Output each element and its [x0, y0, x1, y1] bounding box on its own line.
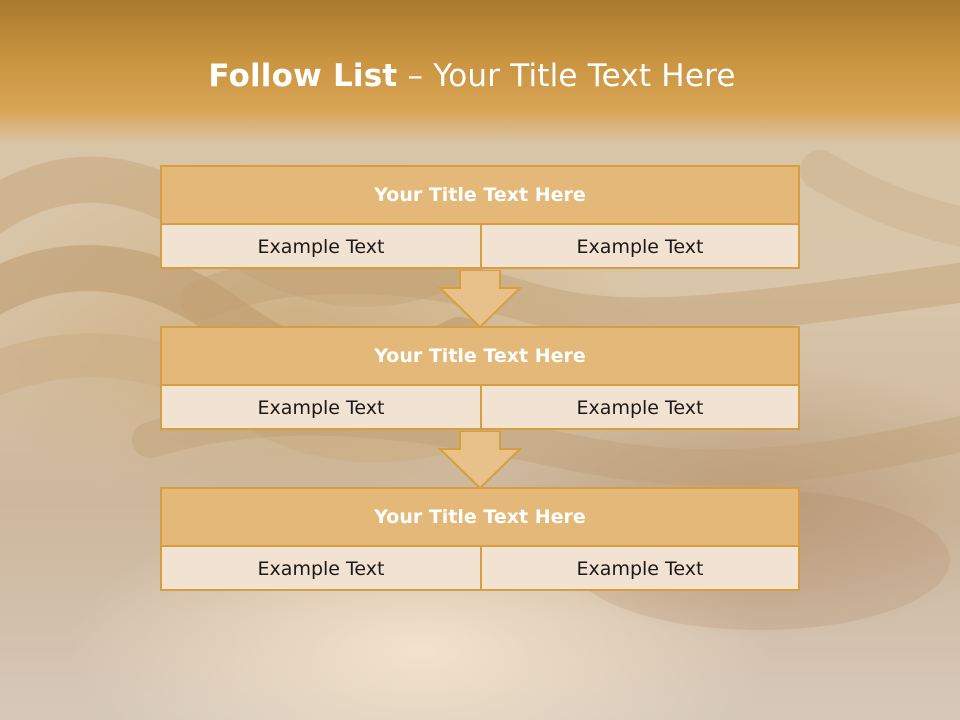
step-2-right-text: Example Text — [576, 397, 704, 419]
step-title-1: Your Title Text Here — [162, 167, 798, 225]
step-3-right-text: Example Text — [576, 558, 704, 580]
step-title-3: Your Title Text Here — [162, 489, 798, 547]
step-2-left-text: Example Text — [162, 386, 482, 430]
step-box-2: Your Title Text Here Example Text Exampl… — [160, 326, 800, 430]
slide-title-rest: – Your Title Text Here — [407, 58, 736, 94]
step-1-right-text: Example Text — [576, 236, 704, 258]
down-arrow-icon — [438, 270, 522, 328]
header-bar — [0, 0, 960, 145]
step-box-1: Your Title Text Here Example Text Exampl… — [160, 165, 800, 269]
step-3-left-text: Example Text — [162, 547, 482, 591]
step-1-left-text: Example Text — [162, 225, 482, 269]
step-box-3: Your Title Text Here Example Text Exampl… — [160, 487, 800, 591]
step-title-2: Your Title Text Here — [162, 328, 798, 386]
slide-title-bold: Follow List — [208, 58, 398, 94]
slide-title: Follow List – Your Title Text Here — [0, 56, 944, 96]
down-arrow-icon — [438, 431, 522, 489]
